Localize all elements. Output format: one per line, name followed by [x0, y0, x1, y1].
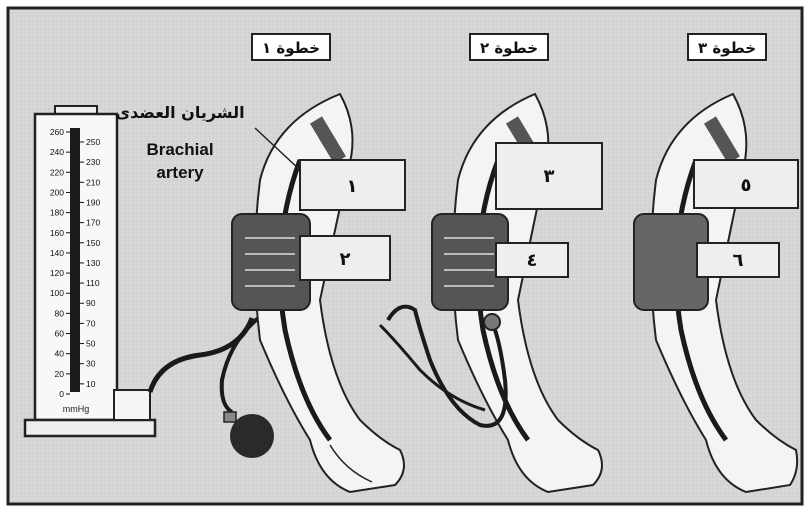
step-label-1: خطوة ١ — [252, 34, 330, 60]
svg-text:٢: ٢ — [340, 249, 351, 270]
scale-right-label: 210 — [86, 177, 100, 187]
scale-right-label: 90 — [86, 298, 96, 308]
scale-left-label: 0 — [59, 389, 64, 399]
scale-left-label: 140 — [50, 248, 64, 258]
box-4: ٤ — [496, 243, 568, 277]
scale-left-label: 200 — [50, 187, 64, 197]
svg-text:٥: ٥ — [741, 175, 752, 196]
scale-right-label: 170 — [86, 218, 100, 228]
artery-label-english-2: artery — [156, 163, 204, 182]
scale-left-label: 60 — [55, 329, 65, 339]
box-3: ٣ — [496, 143, 602, 209]
box-5: ٥ — [694, 160, 798, 208]
scale-right-label: 230 — [86, 157, 100, 167]
step-label-3: خطوة ٣ — [688, 34, 766, 60]
mercury-column — [70, 128, 80, 392]
scale-right-label: 190 — [86, 197, 100, 207]
box-6: ٦ — [697, 243, 779, 277]
scale-left-label: 160 — [50, 228, 64, 238]
manometer-base — [25, 420, 155, 436]
box-1: ١ — [300, 160, 405, 210]
artery-label-arabic: الشريان العضدى — [115, 103, 244, 122]
svg-text:٣: ٣ — [544, 166, 555, 187]
svg-text:خطوة ٣: خطوة ٣ — [698, 39, 756, 57]
scale-left-label: 40 — [55, 349, 65, 359]
svg-text:٦: ٦ — [733, 250, 744, 271]
svg-text:١: ١ — [347, 176, 358, 197]
scale-right-label: 30 — [86, 359, 96, 369]
scale-left-label: 260 — [50, 127, 64, 137]
cuff-step-1 — [232, 214, 310, 310]
box-2: ٢ — [300, 236, 390, 280]
scale-right-label: 50 — [86, 339, 96, 349]
svg-text:خطوة ٢: خطوة ٢ — [480, 39, 538, 57]
scale-left-label: 80 — [55, 308, 65, 318]
scale-left-label: 240 — [50, 147, 64, 157]
scale-left-label: 20 — [55, 369, 65, 379]
stethoscope-chestpiece — [484, 314, 500, 330]
manometer-valve — [114, 390, 150, 420]
scale-right-label: 110 — [86, 278, 100, 288]
scale-right-label: 150 — [86, 238, 100, 248]
scale-right-label: 250 — [86, 137, 100, 147]
scale-left-label: 180 — [50, 208, 64, 218]
scale-left-label: 120 — [50, 268, 64, 278]
scale-left-label: 220 — [50, 167, 64, 177]
step-label-2: خطوة ٢ — [470, 34, 548, 60]
scale-right-label: 130 — [86, 258, 100, 268]
manometer-unit: mmHg — [63, 404, 90, 414]
svg-text:خطوة ١: خطوة ١ — [262, 39, 320, 57]
artery-label-english-1: Brachial — [146, 140, 213, 159]
svg-text:٤: ٤ — [527, 250, 538, 271]
scale-left-label: 100 — [50, 288, 64, 298]
scale-right-label: 70 — [86, 318, 96, 328]
bulb-valve — [224, 412, 236, 422]
scale-right-label: 10 — [86, 379, 96, 389]
